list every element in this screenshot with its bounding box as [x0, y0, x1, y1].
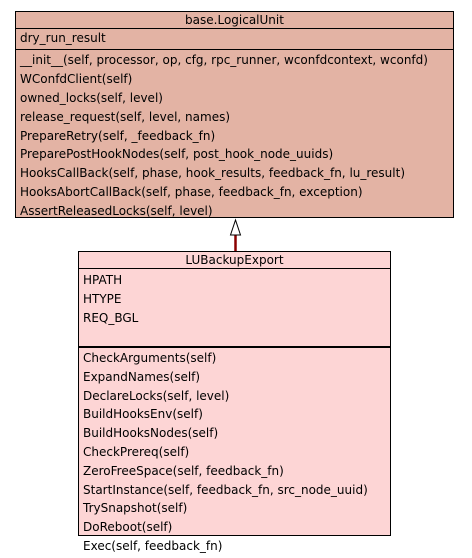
class-name: base.LogicalUnit: [16, 12, 453, 29]
method: owned_locks(self, level): [20, 90, 163, 105]
class-box-lubackupexport: LUBackupExport HPATH HTYPE REQ_BGL Check…: [78, 251, 391, 553]
method: ExpandNames(self): [83, 369, 201, 384]
attributes-section: dry_run_result: [16, 29, 453, 49]
attribute: REQ_BGL: [83, 310, 139, 325]
method: DoReboot(self): [83, 520, 173, 535]
attribute: dry_run_result: [20, 31, 106, 45]
method: CheckArguments(self): [83, 351, 217, 365]
method: PrepareRetry(self, _feedback_fn): [20, 128, 216, 143]
method: AssertReleasedLocks(self, level): [20, 204, 213, 219]
method: TrySnapshot(self): [83, 501, 188, 516]
method: __init__(self, processor, op, cfg, rpc_r…: [20, 53, 428, 67]
method: ZeroFreeSpace(self, feedback_fn): [83, 463, 284, 478]
method: StartInstance(self, feedback_fn, src_nod…: [83, 482, 368, 497]
method: BuildHooksEnv(self): [83, 407, 203, 422]
method: DeclareLocks(self, level): [83, 388, 230, 403]
class-name: LUBackupExport: [79, 252, 390, 269]
attribute: HTYPE: [83, 291, 122, 306]
method: HooksAbortCallBack(self, phase, feedback…: [20, 185, 363, 200]
methods-section: __init__(self, processor, op, cfg, rpc_r…: [16, 49, 453, 223]
method: CheckPrereq(self): [83, 444, 190, 459]
method: Exec(self, feedback_fn): [83, 538, 223, 553]
class-box-base-logicalunit: base.LogicalUnit dry_run_result __init__…: [15, 11, 454, 218]
inheritance-arrowhead: [229, 218, 242, 236]
attributes-section: HPATH HTYPE REQ_BGL: [79, 269, 390, 346]
methods-section: CheckArguments(self) ExpandNames(self) D…: [79, 346, 390, 558]
method: WConfdClient(self): [20, 71, 133, 86]
attribute: HPATH: [83, 273, 123, 287]
method: HooksCallBack(self, phase, hook_results,…: [20, 166, 406, 181]
method: BuildHooksNodes(self): [83, 426, 219, 441]
method: PreparePostHookNodes(self, post_hook_nod…: [20, 147, 334, 162]
method: release_request(self, level, names): [20, 109, 231, 124]
